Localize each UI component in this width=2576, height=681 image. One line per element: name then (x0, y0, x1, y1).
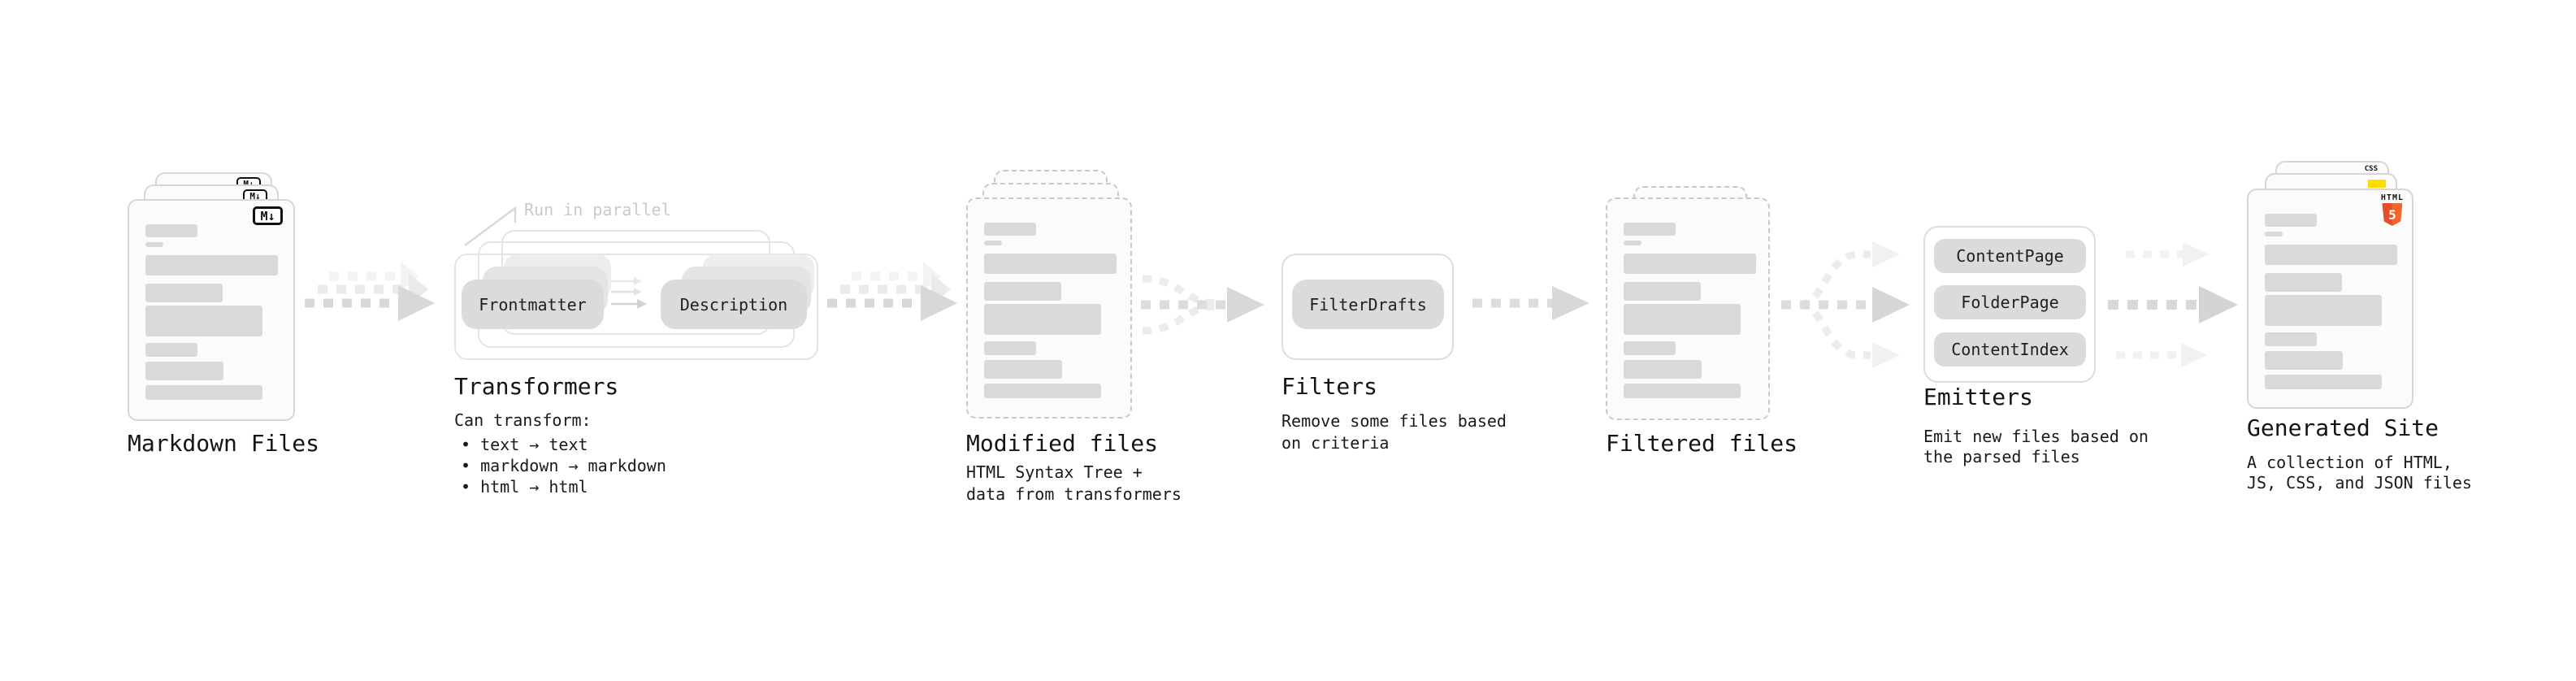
transformers-desc-title: Can transform: (454, 410, 592, 430)
filters-label: Filters (1281, 373, 1378, 400)
document-text-placeholder (968, 199, 1130, 417)
html5-icon-shield: 5 (2382, 203, 2403, 226)
generated-site-desc: A collection of HTML, (2247, 453, 2452, 472)
flow-arrow-filters-to-filtered-icon (1472, 286, 1589, 320)
transform-arrows-icon (611, 277, 647, 309)
document-text-placeholder (129, 201, 293, 419)
js-icon (2368, 180, 2386, 188)
document-text-placeholder (2249, 190, 2412, 407)
filtered-files-label: Filtered files (1606, 430, 1798, 457)
annotation-leader-line (464, 206, 517, 247)
flow-arrow-markdown-to-transformers-icon (305, 262, 435, 321)
html5-icon-number: 5 (2388, 206, 2396, 223)
html5-icon: HTML 5 (2381, 194, 2404, 226)
modified-files-label: Modified files (966, 430, 1159, 457)
transformer-node-description: Description (661, 280, 807, 329)
merge-arrow-modified-to-filters-icon (1141, 275, 1264, 335)
filter-node-filterdrafts: FilterDrafts (1292, 280, 1444, 329)
modified-files-desc: HTML Syntax Tree + (966, 462, 1143, 482)
emitters-desc: Emit new files based on (1923, 427, 2149, 446)
split-arrow-filtered-to-emitters-icon (1781, 241, 1910, 368)
html5-icon-word: HTML (2380, 193, 2404, 202)
generated-site-desc: JS, CSS, and JSON files (2247, 473, 2472, 492)
emitters-desc: the parsed files (1923, 447, 2080, 466)
emitter-node-contentpage: ContentPage (1934, 239, 2086, 273)
modified-file-card-front (966, 197, 1132, 419)
emitter-node-folderpage: FolderPage (1934, 285, 2086, 319)
filtered-file-card-front (1606, 197, 1770, 420)
markdown-icon: M↓ (253, 206, 283, 225)
transform-bullet: • html → html (461, 477, 588, 497)
emitter-node-contentindex: ContentIndex (1934, 332, 2086, 367)
transformers-label: Transformers (454, 373, 619, 400)
markdown-file-card-front: M↓ (128, 199, 295, 421)
generated-site-label: Generated Site (2247, 414, 2439, 441)
site-file-card-html: HTML 5 (2247, 189, 2413, 409)
transform-bullet: • markdown → markdown (461, 456, 666, 475)
emitters-label: Emitters (1923, 384, 2033, 410)
filters-desc: Remove some files based (1281, 411, 1507, 431)
flow-arrow-transformers-to-modified-icon (827, 262, 957, 321)
filters-desc: on criteria (1281, 433, 1390, 453)
transformer-node-frontmatter: Frontmatter (462, 280, 604, 329)
run-in-parallel-annotation: Run in parallel (524, 200, 671, 219)
fanout-arrows-emitters-to-site-icon (2108, 242, 2238, 367)
transform-bullet: • text → text (461, 435, 588, 454)
document-text-placeholder (1607, 199, 1768, 419)
transformer-run-box-front (454, 254, 818, 360)
markdown-files-label: Markdown Files (128, 430, 320, 457)
modified-files-desc: data from transformers (966, 484, 1182, 504)
